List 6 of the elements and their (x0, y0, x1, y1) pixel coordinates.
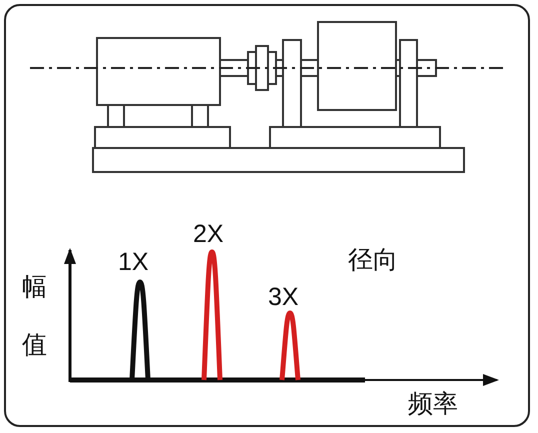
peak-label: 1X (118, 250, 149, 275)
peak-label: 2X (193, 222, 224, 247)
direction-label: 径向 (348, 248, 398, 273)
axis-label: 幅值 (22, 272, 47, 361)
peak-label: 3X (268, 285, 299, 310)
axis-label: 频率 (408, 392, 458, 417)
